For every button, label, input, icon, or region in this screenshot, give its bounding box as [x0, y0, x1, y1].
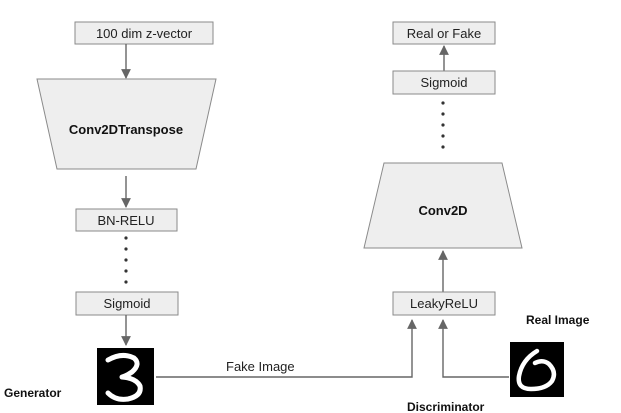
leakyrelu-node: LeakyReLU	[392, 291, 496, 316]
real-image-caption: Real Image	[526, 313, 590, 327]
conv2d-transpose-label: Conv2DTranspose	[69, 122, 183, 137]
real-or-fake-node: Real or Fake	[392, 21, 496, 45]
leakyrelu-label: LeakyReLU	[410, 296, 478, 311]
generator-input-node: 100 dim z-vector	[74, 21, 214, 45]
generator-ellipsis	[124, 236, 128, 284]
generator-input-label: 100 dim z-vector	[96, 26, 193, 41]
bn-relu-label: BN-RELU	[97, 213, 154, 228]
fake-image-label: Fake Image	[226, 359, 295, 374]
conv2d-label: Conv2D	[418, 203, 467, 218]
bn-relu-node: BN-RELU	[75, 208, 178, 232]
edge-real-image-to-leakyrelu	[438, 319, 509, 378]
discriminator-sigmoid-node: Sigmoid	[392, 70, 496, 95]
edge-fake-image-to-leakyrelu	[156, 319, 417, 378]
real-or-fake-label: Real or Fake	[407, 26, 481, 41]
fake-digit-image	[97, 348, 154, 405]
generator-sigmoid-node: Sigmoid	[75, 291, 179, 316]
real-digit-image	[510, 342, 564, 397]
digit-three-glyph	[105, 352, 143, 402]
discriminator-caption: Discriminator	[407, 400, 485, 413]
discriminator-ellipsis	[441, 101, 445, 149]
generator-caption: Generator	[4, 386, 62, 400]
conv2d-node: Conv2D	[363, 162, 523, 249]
discriminator-sigmoid-label: Sigmoid	[421, 75, 468, 90]
generator-sigmoid-label: Sigmoid	[104, 296, 151, 311]
digit-zero-glyph	[516, 348, 557, 392]
conv2d-transpose-node: Conv2DTranspose	[36, 78, 217, 170]
